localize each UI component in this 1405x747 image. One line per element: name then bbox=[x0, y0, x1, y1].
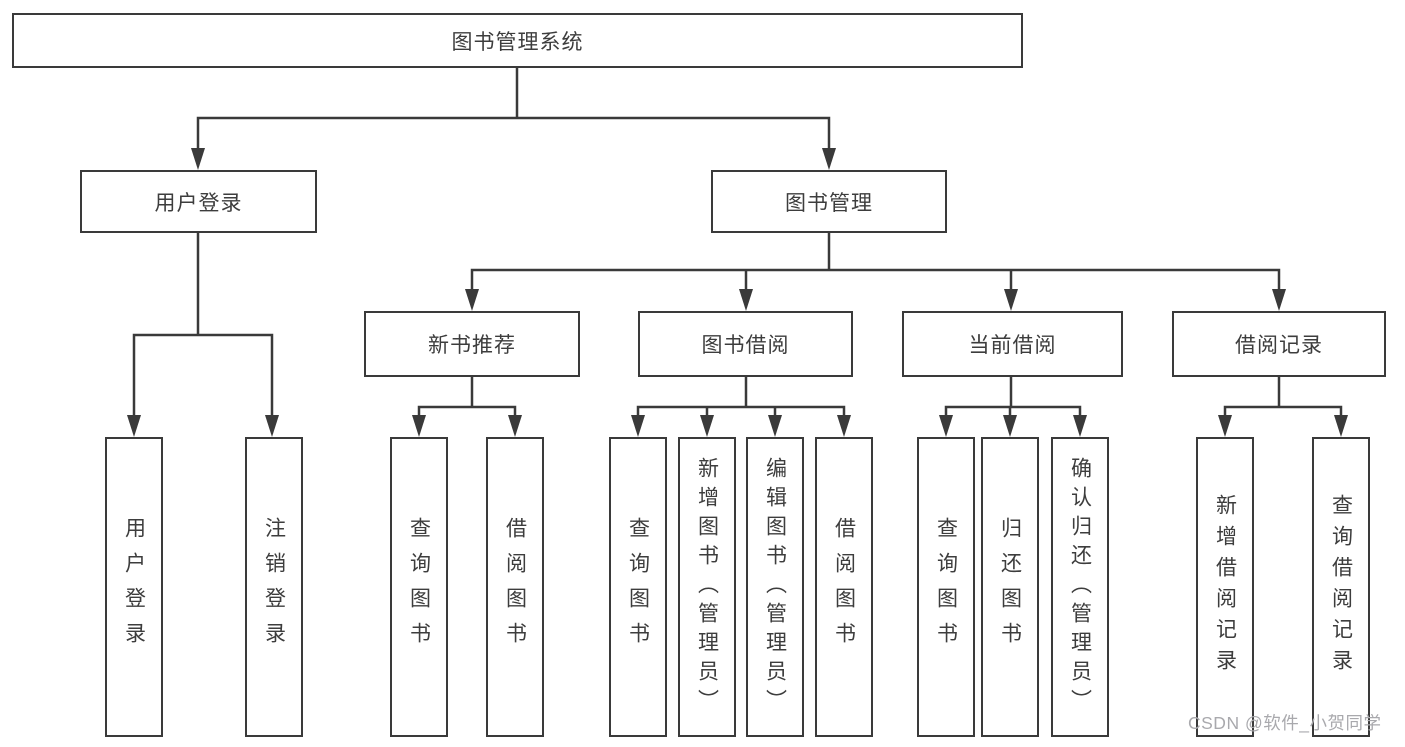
leaf-logout: 注销登录 bbox=[245, 437, 303, 737]
leaf-user-login: 用户登录 bbox=[105, 437, 163, 737]
node-book-borrow: 图书借阅 bbox=[638, 311, 853, 377]
leaf-borrow-books: 借阅图书 bbox=[815, 437, 873, 737]
leaf-query-books-recommend: 查询图书 bbox=[390, 437, 448, 737]
leaf-return-books: 归还图书 bbox=[981, 437, 1039, 737]
arrowheads bbox=[127, 148, 1348, 437]
leaf-add-borrow-record: 新增借阅记录 bbox=[1196, 437, 1254, 737]
node-current-borrow: 当前借阅 bbox=[902, 311, 1123, 377]
leaf-confirm-return-admin: 确认归还（管理员） bbox=[1051, 437, 1109, 737]
csdn-watermark: CSDN @软件_小贺同学 bbox=[1188, 713, 1382, 733]
node-book-management: 图书管理 bbox=[711, 170, 947, 233]
leaf-edit-book-admin: 编辑图书（管理员） bbox=[746, 437, 804, 737]
leaf-add-book-admin: 新增图书（管理员） bbox=[678, 437, 736, 737]
leaf-query-books-current: 查询图书 bbox=[917, 437, 975, 737]
node-user-login: 用户登录 bbox=[80, 170, 317, 233]
node-borrow-records: 借阅记录 bbox=[1172, 311, 1386, 377]
node-root: 图书管理系统 bbox=[12, 13, 1023, 68]
node-new-book-recommend: 新书推荐 bbox=[364, 311, 580, 377]
leaf-query-books-borrow: 查询图书 bbox=[609, 437, 667, 737]
leaf-borrow-books-recommend: 借阅图书 bbox=[486, 437, 544, 737]
leaf-query-borrow-record: 查询借阅记录 bbox=[1312, 437, 1370, 737]
